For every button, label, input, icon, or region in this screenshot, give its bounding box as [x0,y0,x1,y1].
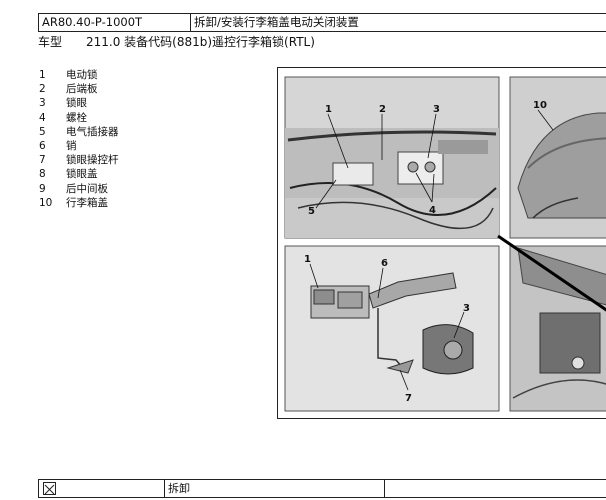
photo-open-trunk [509,245,606,412]
drawing-lock-detail [284,245,500,412]
model-line: 车型 211.0 装备代码(881b)遥控行李箱锁(RTL) [38,33,315,50]
part-number: 6 [39,140,46,153]
callout-label: 6 [381,258,388,269]
model-label: 车型 [38,35,63,49]
part-name: 后端板 [66,83,98,96]
callout-label: 3 [463,303,470,314]
list-item: 7 锁眼操控杆 [39,153,119,167]
part-name: 行李箱盖 [66,196,108,209]
part-name: 销 [66,140,77,153]
part-number: 2 [39,83,46,96]
part-number: 5 [39,125,46,138]
photo-lock-assembly [284,76,500,239]
step-icon-cell [39,480,165,497]
part-number: 4 [39,111,46,124]
step-table-row: 拆卸 [38,479,606,498]
doc-title: 拆卸/安装行李箱盖电动关闭装置 [194,15,359,29]
part-number: 8 [39,168,46,181]
part-name: 锁眼盖 [66,168,98,181]
callout-label: 7 [405,393,412,404]
part-name: 锁眼 [66,97,87,110]
doc-code: AR80.40-P-1000T [39,14,191,31]
photo-car-rear [509,76,606,239]
list-item: 10 行李箱盖 [39,196,119,210]
callout-label: 2 [379,104,386,115]
list-item: 3 锁眼 [39,96,119,110]
part-number: 10 [39,196,53,209]
callout-label: 10 [533,100,547,111]
step-notes-cell [385,480,606,497]
part-name: 螺栓 [66,111,87,124]
part-name: 锁眼操控杆 [66,154,119,167]
model-value: 211.0 装备代码(881b)遥控行李箱锁(RTL) [86,35,315,49]
callout-label: 5 [308,206,315,217]
leader-line [497,234,606,312]
part-number: 3 [39,97,46,110]
list-item: 1 电动锁 [39,68,119,82]
list-item: 9 后中间板 [39,182,119,196]
list-item: 8 锁眼盖 [39,167,119,181]
doc-header: AR80.40-P-1000T 拆卸/安装行李箱盖电动关闭装置 [38,13,606,32]
callouts-lock-assembly [315,113,437,209]
tool-icon [43,482,56,495]
part-number: 7 [39,154,46,167]
part-number: 9 [39,182,46,195]
part-name: 电气插接器 [66,125,119,138]
list-item: 4 螺栓 [39,111,119,125]
illustration-frame: 1 2 3 4 5 10 [277,67,606,419]
callout-label: 1 [304,254,311,265]
part-name: 后中间板 [66,182,108,195]
step-label: 拆卸 [165,480,385,497]
part-number: 1 [39,69,46,81]
callout-label: 3 [433,104,440,115]
list-item: 2 后端板 [39,82,119,96]
callouts-lock-detail [309,263,465,391]
list-item: 5 电气插接器 [39,125,119,139]
callout-label: 1 [325,104,332,115]
illustration: 1 2 3 4 5 10 [284,76,606,412]
part-name: 电动锁 [66,69,98,81]
callout-label: 4 [429,205,436,216]
